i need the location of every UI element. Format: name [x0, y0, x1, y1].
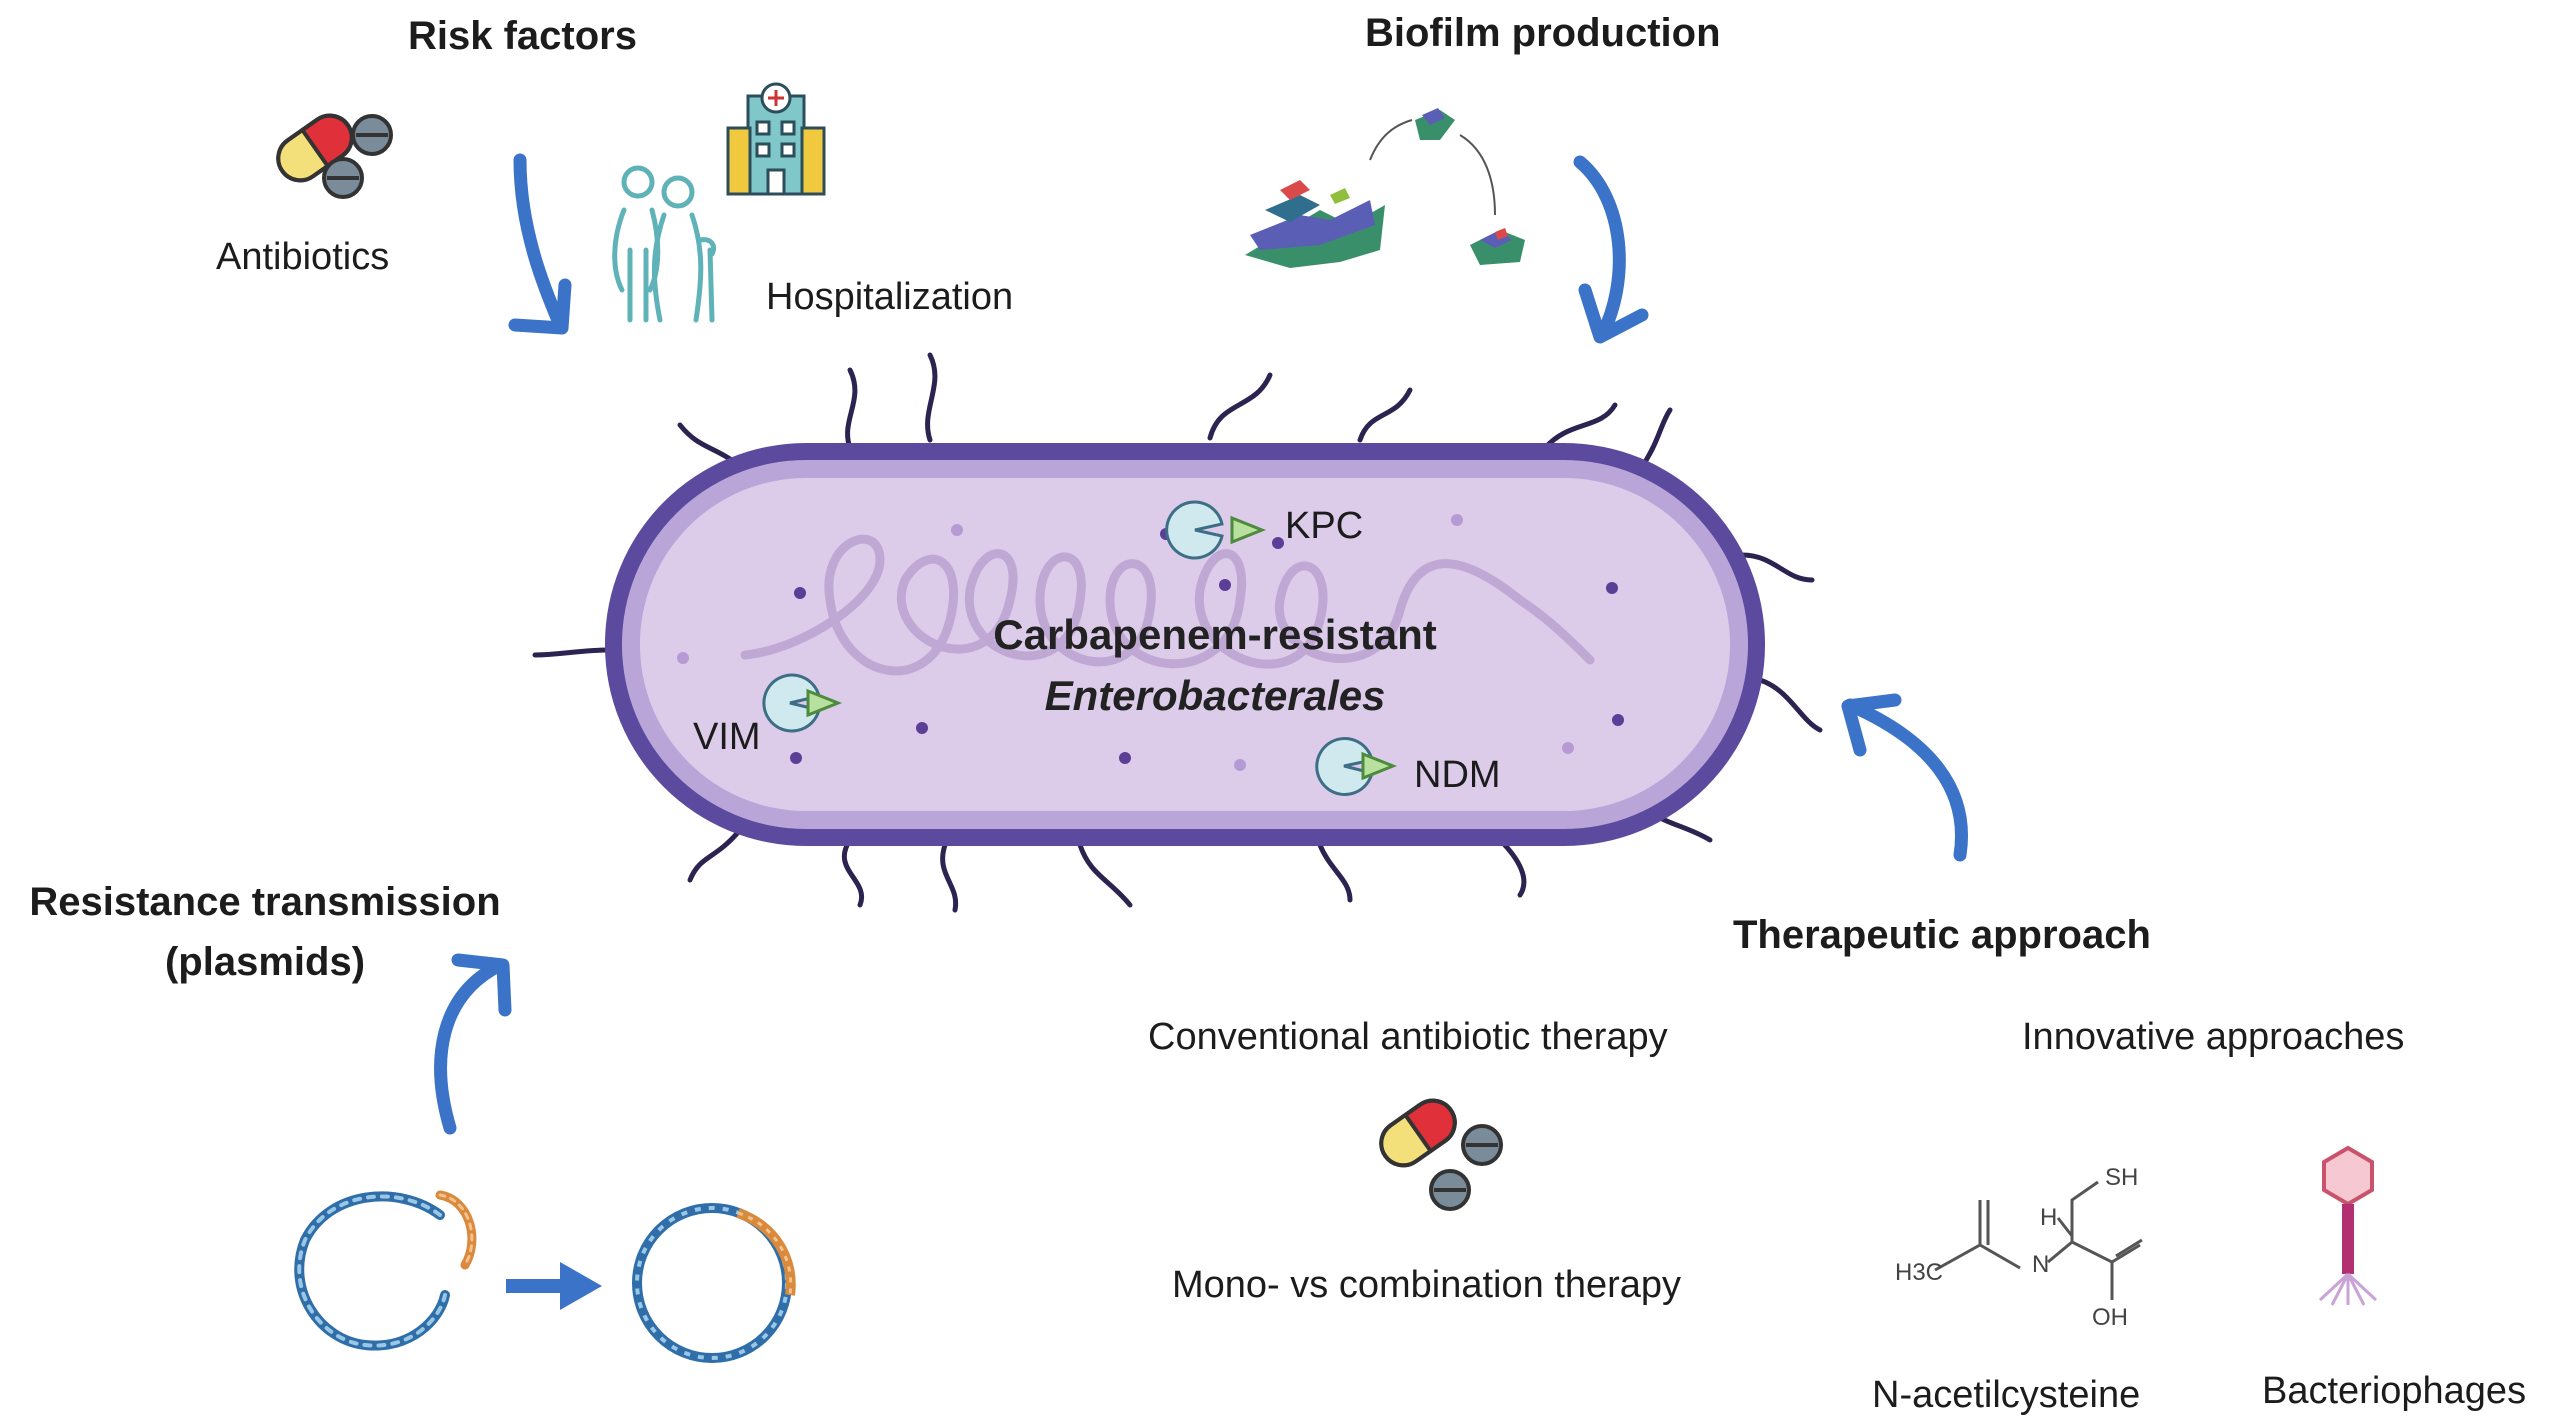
bacteriophage-icon [2318, 1145, 2378, 1306]
enzyme-ndm-label: NDM [1414, 754, 1501, 796]
nac-ch3-label: H3C [1895, 1259, 1943, 1286]
bacteriophages-label: Bacteriophages [2262, 1370, 2527, 1412]
nac-structure [1934, 1180, 2143, 1300]
arrow-risk [508, 153, 572, 335]
hospitalization-label: Hospitalization [766, 276, 1014, 318]
arrow-resistance [434, 953, 512, 1135]
dna-squiggle [740, 534, 1595, 676]
enzyme-kpc [1165, 500, 1267, 560]
mono-combination-label: Mono- vs combination therapy [1172, 1264, 1682, 1306]
pill-icon-therapy [1379, 1098, 1503, 1211]
nac-labels: SH H N OH H3C [1895, 1164, 2138, 1331]
elderly-couple-icon [612, 165, 716, 323]
biofilm-title: Biofilm production [1365, 11, 1721, 55]
biofilm-icon [1245, 108, 1525, 268]
antibiotics-label: Antibiotics [216, 236, 390, 278]
nac-oh-label: OH [2092, 1304, 2128, 1331]
arrow-plasmid-transfer [506, 1262, 602, 1310]
risk-factors-title: Risk factors [408, 14, 637, 58]
bacterium-title-line2: Enterobacterales [1044, 671, 1386, 719]
cytoplasm-dots [677, 514, 1624, 771]
nac-n-label: N [2032, 1251, 2049, 1278]
enzyme-vim [762, 673, 843, 733]
nac-label: N-acetilcysteine [1872, 1374, 2141, 1416]
enzyme-ndm [1315, 737, 1398, 796]
enzyme-kpc-label: KPC [1285, 505, 1364, 547]
bacterium-title: Carbapenem-resistant Enterobacterales [993, 605, 1436, 727]
enzyme-vim-label: VIM [693, 716, 761, 758]
plasmid-open-icon [294, 1190, 477, 1351]
conventional-therapy-label: Conventional antibiotic therapy [1148, 1016, 1668, 1058]
pill-icon-top [276, 113, 393, 199]
nac-sh-label: SH [2105, 1164, 2138, 1191]
innovative-approaches-label: Innovative approaches [2022, 1016, 2405, 1058]
arrow-therapy [1841, 693, 1968, 862]
plasmid-closed-icon [632, 1203, 796, 1363]
therapeutic-approach-title: Therapeutic approach [1733, 913, 2151, 957]
resistance-title-line2: (plasmids) [164, 940, 366, 984]
bacterium-title-line1: Carbapenem-resistant [993, 611, 1437, 658]
hospital-icon [726, 82, 826, 196]
nac-h-label: H [2040, 1204, 2057, 1231]
resistance-title-line1: Resistance transmission [29, 880, 501, 924]
arrow-biofilm [1573, 155, 1649, 344]
